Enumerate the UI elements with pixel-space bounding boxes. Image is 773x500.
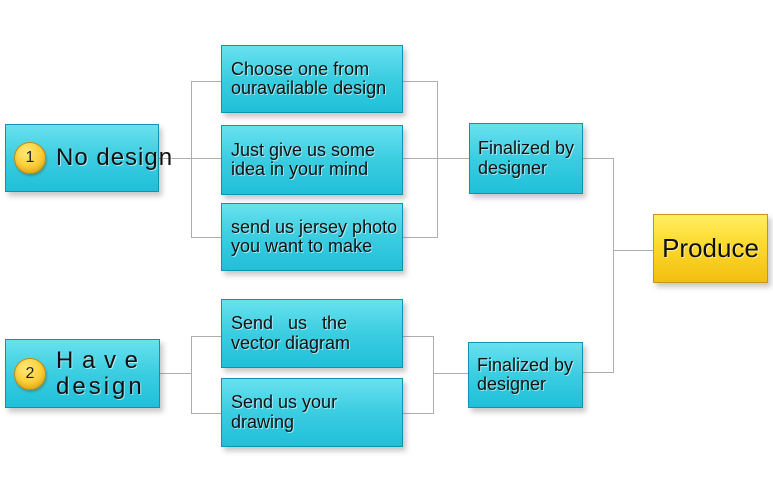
connector-line — [583, 158, 613, 159]
connector-line — [403, 237, 437, 238]
node-label-line: send us jersey photo — [231, 216, 398, 237]
node-label-line: Finalized by — [478, 138, 575, 159]
node-label-line: Send us your — [231, 392, 338, 413]
connector-line — [403, 413, 433, 414]
node-finalized-by-designer-bottom: Finalized by designer — [468, 342, 583, 408]
node-label-line: Finalized by — [477, 354, 574, 375]
connector-line — [191, 413, 221, 414]
connector-line — [403, 336, 433, 337]
node-choose-available-design: Choose one from ouravailable design — [221, 45, 403, 113]
connector-line — [433, 336, 434, 414]
step-1-badge: 1 — [14, 142, 46, 174]
node-send-jersey-photo: send us jersey photo you want to make — [221, 203, 403, 271]
connector-line — [159, 158, 191, 159]
node-label-line: Send us the — [231, 313, 348, 334]
node-label: No design — [56, 144, 174, 172]
node-label-line: designer — [478, 157, 548, 178]
node-send-vector-diagram: Send us the vector diagram — [221, 299, 403, 368]
connector-line — [437, 81, 438, 238]
connector-line — [191, 336, 192, 414]
node-label-line: drawing — [231, 411, 295, 432]
node-label-line: vector diagram — [231, 332, 351, 353]
node-label: Produce — [662, 233, 759, 264]
node-have-design: 2 H a v e design — [5, 339, 160, 408]
node-label-line: H a v e — [56, 346, 140, 374]
node-produce: Produce — [653, 214, 768, 283]
node-label-line: design — [56, 372, 145, 400]
step-2-badge: 2 — [14, 357, 46, 390]
node-send-drawing: Send us your drawing — [221, 378, 403, 447]
connector-line — [613, 250, 653, 251]
node-label-line: Choose one from — [231, 58, 370, 79]
node-give-us-idea: Just give us some idea in your mind — [221, 125, 403, 195]
connector-line — [191, 336, 221, 337]
connector-line — [191, 81, 221, 82]
node-label-line: idea in your mind — [231, 159, 369, 179]
node-finalized-by-designer-top: Finalized by designer — [469, 123, 583, 194]
connector-line — [403, 81, 437, 82]
connector-line — [191, 81, 192, 238]
connector-line — [433, 373, 468, 374]
node-label-line: ouravailable design — [231, 78, 387, 98]
node-label-line: Just give us some — [231, 139, 376, 160]
node-label-line: you want to make — [231, 236, 373, 256]
node-no-design: 1 No design — [5, 124, 172, 192]
connector-line — [613, 158, 614, 373]
node-label-line: designer — [477, 374, 547, 394]
connector-line — [191, 237, 221, 238]
connector-line — [160, 373, 191, 374]
connector-line — [583, 372, 613, 373]
